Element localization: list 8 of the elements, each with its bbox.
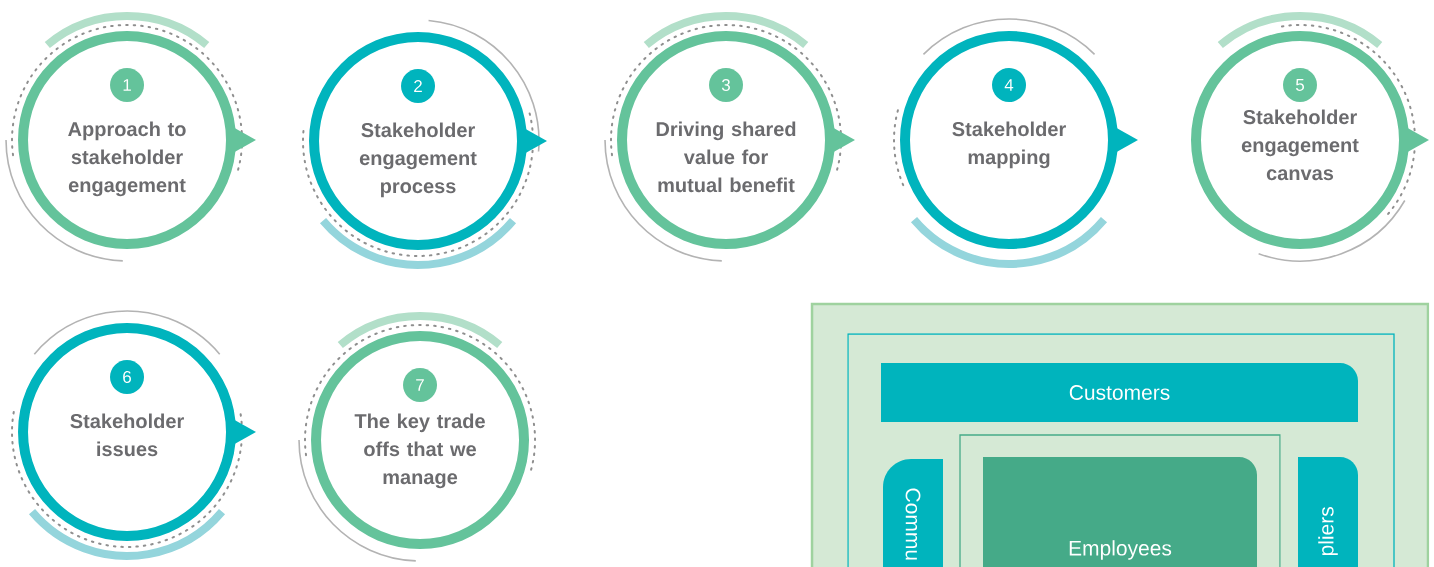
number-badge: 7 (403, 368, 437, 402)
group-box: Employees (983, 457, 1257, 567)
step-title: The key trade offs that we manage (354, 413, 485, 489)
frame (847, 333, 1395, 567)
group-box: Customers (881, 363, 1358, 422)
group-box: Commu (883, 459, 943, 567)
frame (959, 434, 1281, 567)
group-box: pliers (1298, 457, 1358, 567)
